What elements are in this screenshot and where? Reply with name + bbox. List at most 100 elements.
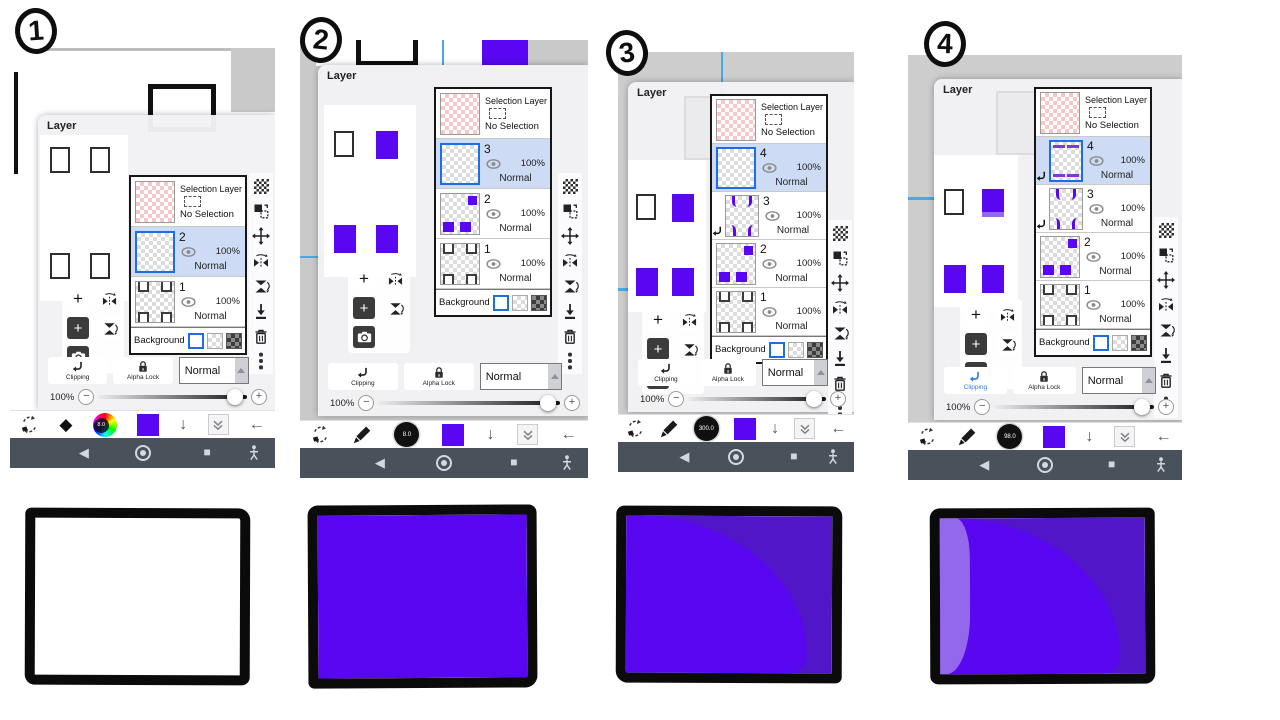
visibility-eye-icon[interactable]	[1086, 252, 1101, 262]
add-layer-button[interactable]: +	[647, 309, 669, 331]
selection-layer-row[interactable]: Selection Layer No Selection	[436, 89, 550, 139]
pattern-grid-icon[interactable]	[1157, 221, 1175, 239]
layer-thumbnail[interactable]	[135, 230, 175, 273]
camera-import-button[interactable]	[353, 326, 375, 348]
layer-thumbnail[interactable]	[725, 194, 759, 237]
visibility-eye-icon[interactable]	[762, 163, 777, 173]
layer-row[interactable]: 1 100% Normal	[436, 239, 550, 289]
delete-layer-icon[interactable]	[1157, 371, 1175, 389]
merge-down-icon[interactable]	[831, 349, 849, 367]
layer-row[interactable]: 1 100% Normal	[712, 288, 826, 336]
opacity-slider[interactable]	[994, 399, 1154, 415]
add-layer-button[interactable]: +	[67, 288, 89, 310]
current-color-swatch[interactable]	[1042, 425, 1065, 448]
layer-thumbnail[interactable]	[1040, 283, 1080, 326]
nav-home-icon[interactable]	[1037, 457, 1053, 473]
visibility-eye-icon[interactable]	[762, 259, 777, 269]
layer-thumbnail[interactable]	[1049, 139, 1083, 182]
opacity-minus-button[interactable]: −	[358, 395, 375, 411]
flip-vertical-icon[interactable]	[831, 324, 849, 342]
add-special-layer-button[interactable]: +	[647, 338, 669, 360]
brush-tool-icon[interactable]	[958, 427, 977, 446]
nav-back-icon[interactable]: ◀	[374, 455, 385, 470]
opacity-slider-knob[interactable]	[540, 395, 556, 411]
background-white-swatch[interactable]	[492, 294, 509, 311]
move-layer-icon[interactable]	[1157, 271, 1175, 289]
flip-vertical-icon[interactable]	[561, 277, 579, 295]
eraser-tool-icon[interactable]: ◆	[59, 415, 73, 434]
move-layer-icon[interactable]	[831, 274, 849, 292]
layer-thumbnail[interactable]	[135, 280, 175, 323]
down-arrow-icon[interactable]: ↓	[1085, 427, 1094, 445]
opacity-plus-button[interactable]: +	[251, 389, 267, 405]
layer-thumbnail[interactable]	[716, 290, 756, 333]
flip-horizontal-button[interactable]	[996, 304, 1018, 326]
layer-row[interactable]: 2 100% Normal	[1036, 233, 1150, 281]
selection-layer-row[interactable]: Selection Layer No Selection	[131, 177, 245, 227]
nav-accessibility-icon[interactable]	[828, 449, 838, 465]
back-arrow-icon[interactable]: ←	[830, 419, 847, 437]
dropdown-open-button[interactable]	[548, 364, 561, 389]
flip-horizontal-icon[interactable]	[831, 299, 849, 317]
collapse-chevrons-icon[interactable]	[1114, 426, 1136, 447]
add-special-layer-button[interactable]: +	[67, 317, 89, 339]
flip-horizontal-button[interactable]	[384, 268, 406, 290]
flip-vertical-icon[interactable]	[252, 277, 270, 295]
clipping-button-active[interactable]: Clipping	[944, 367, 1007, 394]
opacity-slider[interactable]	[378, 395, 560, 411]
back-arrow-icon[interactable]: ←	[248, 415, 265, 433]
nav-home-icon[interactable]	[134, 445, 151, 461]
brush-tool-icon[interactable]	[660, 419, 679, 438]
add-special-layer-button[interactable]: +	[965, 333, 987, 355]
flip-vertical-icon[interactable]	[1157, 321, 1175, 339]
brush-tool-icon[interactable]	[353, 425, 372, 444]
background-dark-swatch[interactable]	[1130, 334, 1147, 351]
nav-home-icon[interactable]	[728, 449, 744, 465]
dropdown-open-button[interactable]	[814, 360, 827, 385]
add-special-layer-button[interactable]: +	[353, 297, 375, 319]
layer-row[interactable]: 3 100% Normal	[712, 192, 826, 240]
background-dark-swatch[interactable]	[806, 341, 823, 358]
blend-mode-dropdown[interactable]: Normal	[1081, 367, 1156, 394]
visibility-eye-icon[interactable]	[486, 159, 501, 169]
more-options-icon[interactable]	[252, 352, 270, 370]
pattern-grid-icon[interactable]	[831, 224, 849, 242]
background-transparent-swatch[interactable]	[787, 341, 804, 358]
flip-horizontal-icon[interactable]	[1157, 296, 1175, 314]
layer-row[interactable]: 2 100% Normal	[131, 227, 245, 277]
nav-accessibility-icon[interactable]	[1156, 457, 1166, 473]
blend-mode-dropdown[interactable]: Normal	[178, 357, 249, 384]
layer-row[interactable]: 3 100% Normal	[1036, 185, 1150, 233]
nav-home-icon[interactable]	[436, 455, 452, 471]
opacity-plus-button[interactable]: +	[1158, 399, 1174, 415]
nav-accessibility-icon[interactable]	[562, 455, 572, 471]
add-layer-button[interactable]: +	[965, 304, 987, 326]
nav-recents-icon[interactable]: ■	[790, 449, 798, 463]
merge-down-icon[interactable]	[1157, 346, 1175, 364]
visibility-eye-icon[interactable]	[762, 307, 777, 317]
nav-accessibility-icon[interactable]	[249, 445, 259, 461]
blend-mode-dropdown[interactable]: Normal	[479, 363, 562, 390]
opacity-slider[interactable]	[98, 389, 247, 405]
back-arrow-icon[interactable]: ←	[560, 425, 577, 443]
visibility-eye-icon[interactable]	[181, 247, 196, 257]
layer-thumbnail[interactable]	[440, 242, 480, 285]
layer-thumbnail[interactable]	[716, 242, 756, 285]
more-options-icon[interactable]	[831, 399, 849, 417]
color-wheel-icon[interactable]: 8.0	[92, 412, 117, 437]
layer-row[interactable]: 4 100% Normal	[712, 144, 826, 192]
nav-back-icon[interactable]: ◀	[979, 457, 990, 472]
nav-recents-icon[interactable]: ■	[203, 445, 211, 459]
flip-vertical-button[interactable]	[678, 338, 700, 360]
layer-row[interactable]: 2 100% Normal	[712, 240, 826, 288]
more-options-icon[interactable]	[561, 352, 579, 370]
clipping-button[interactable]: Clipping	[48, 357, 108, 384]
current-color-swatch[interactable]	[733, 417, 756, 440]
layer-row[interactable]: 2 100% Normal	[436, 189, 550, 239]
flip-horizontal-icon[interactable]	[252, 252, 270, 270]
blend-mode-dropdown[interactable]: Normal	[761, 359, 828, 386]
selection-layer-row[interactable]: Selection Layer No Selection	[1036, 89, 1150, 137]
layer-thumbnail[interactable]	[440, 142, 480, 185]
flip-vertical-button[interactable]	[996, 333, 1018, 355]
merge-down-icon[interactable]	[252, 302, 270, 320]
